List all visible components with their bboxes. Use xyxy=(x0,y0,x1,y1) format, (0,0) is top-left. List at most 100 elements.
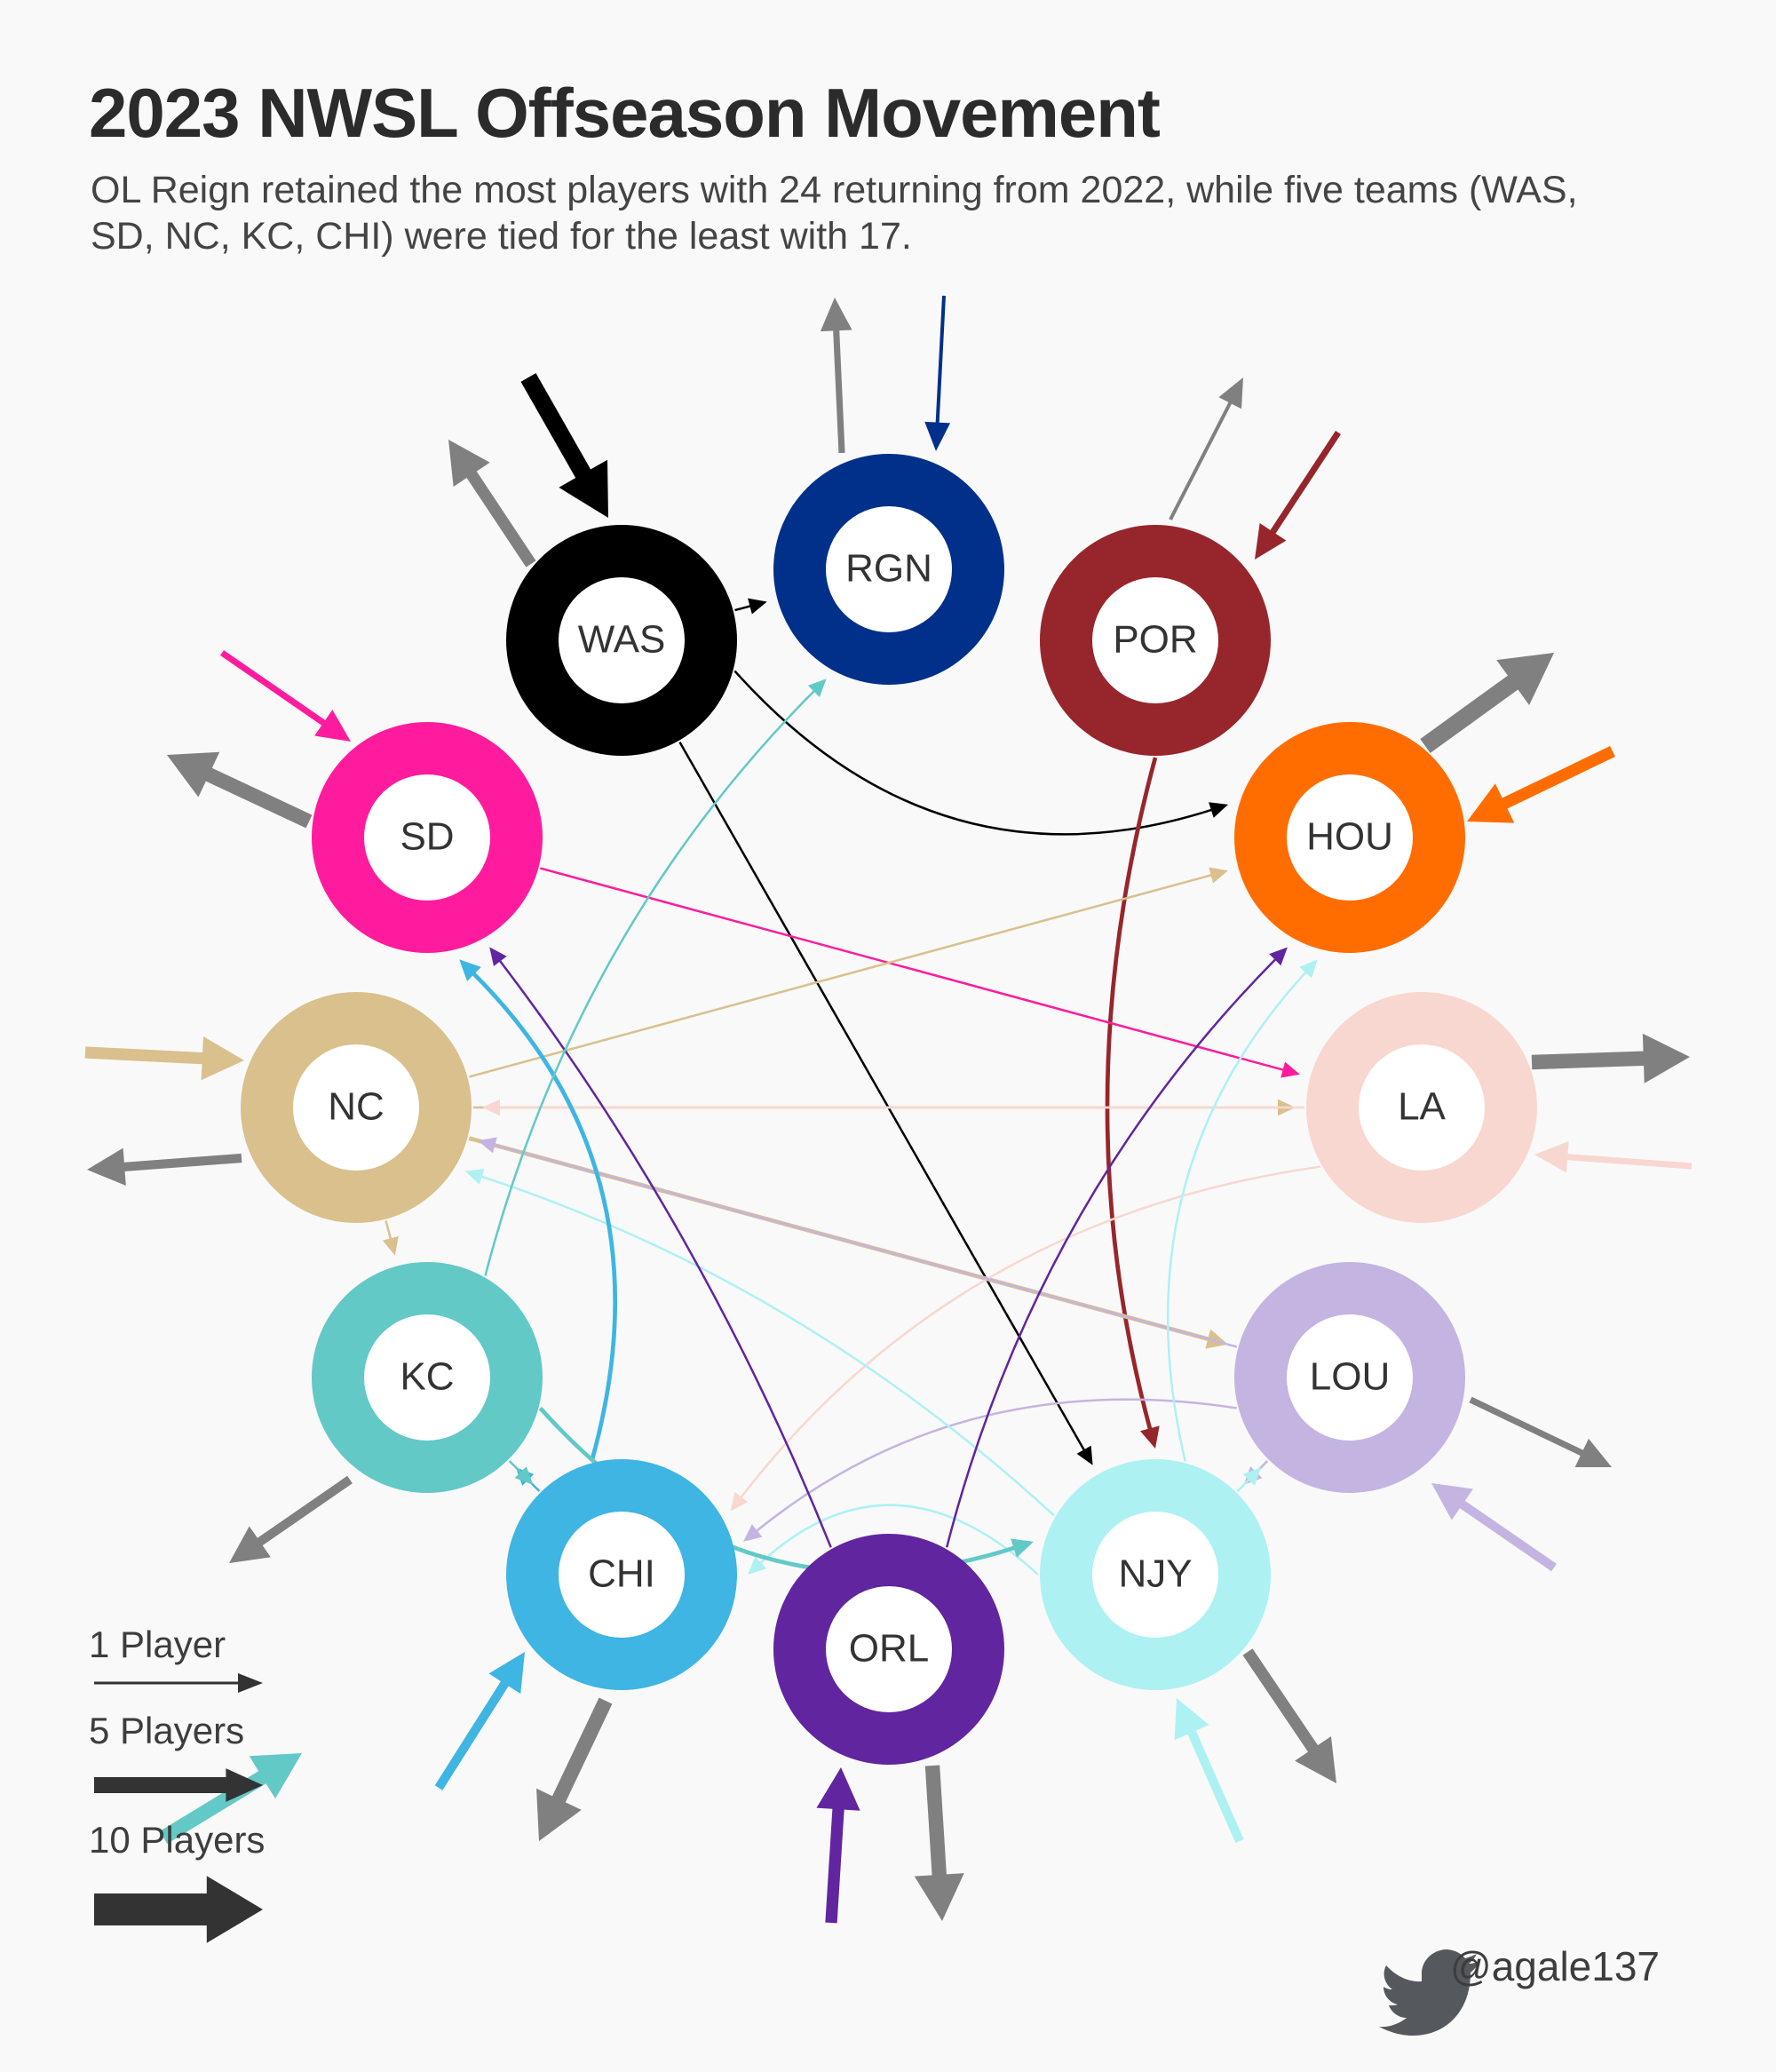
transfer-njy-to-nc xyxy=(480,1175,1055,1517)
was-departures-arrow xyxy=(464,467,536,568)
transfer-arrowhead-kc-to-rgn xyxy=(807,679,827,697)
team-node-la: LA xyxy=(1306,992,1537,1223)
team-node-rgn: RGN xyxy=(773,454,1004,685)
njy-departures-arrow xyxy=(1242,1648,1320,1756)
transfer-la-to-chi xyxy=(739,1165,1321,1499)
chart-title: 2023 NWSL Offseason Movement xyxy=(89,74,1161,152)
njy-arrivals-arrowhead xyxy=(1174,1698,1209,1741)
external-movement-arrows xyxy=(84,295,1693,1924)
transfer-arrowhead-njy-to-nc xyxy=(464,1169,485,1185)
transfer-lou-to-chi xyxy=(755,1398,1237,1533)
team-label-sd: SD xyxy=(400,815,454,859)
lou-arrivals-arrow xyxy=(1456,1498,1557,1572)
team-label-rgn: RGN xyxy=(845,547,932,591)
transfer-lou-to-nc xyxy=(493,1143,1237,1348)
transfer-arrowhead-la-to-chi xyxy=(730,1491,749,1512)
la-departures-arrowhead xyxy=(1642,1033,1690,1084)
team-label-chi: CHI xyxy=(588,1552,655,1596)
team-label-kc: KC xyxy=(400,1355,454,1399)
nc-departures-arrow xyxy=(120,1153,242,1172)
legend: 1 Player 5 Players 10 Players xyxy=(89,1623,265,1943)
lou-departures-arrow xyxy=(1469,1396,1587,1457)
team-label-nc: NC xyxy=(328,1085,385,1129)
rgn-arrivals-arrow xyxy=(935,295,946,425)
team-node-orl: ORL xyxy=(773,1534,1004,1765)
transfer-arrowhead-sd-to-la xyxy=(1280,1061,1300,1078)
legend-arrowhead-5 xyxy=(226,1768,263,1802)
legend-label-5: 5 Players xyxy=(89,1710,244,1751)
transfer-arrowhead-nc-to-hou xyxy=(1209,867,1228,884)
sd-departures-arrowhead xyxy=(167,751,220,798)
transfer-arrowhead-chi-to-sd xyxy=(459,959,481,981)
legend-arrowhead-1 xyxy=(238,1673,263,1693)
chi-arrivals-arrow xyxy=(434,1678,511,1790)
hou-arrivals-arrow xyxy=(1498,746,1615,811)
rgn-departures-arrow xyxy=(832,327,845,454)
por-departures-arrow xyxy=(1169,400,1233,520)
kc-arrivals-arrowhead xyxy=(249,1753,302,1799)
chi-departures-arrow xyxy=(550,1697,613,1807)
legend-label-1: 1 Player xyxy=(89,1623,226,1665)
transfer-arrowhead-orl-to-sd xyxy=(489,947,507,966)
team-hole-was xyxy=(559,577,685,703)
team-hole-por xyxy=(1092,577,1218,703)
credit-handle: @agale137 xyxy=(1450,1943,1660,1989)
por-arrivals-arrow xyxy=(1268,431,1341,536)
transfer-nc-to-hou xyxy=(469,873,1213,1078)
was-departures-arrowhead xyxy=(448,440,490,488)
transfer-arrowhead-njy-to-lou xyxy=(1242,1467,1262,1486)
transfer-kc-to-rgn xyxy=(484,689,816,1276)
team-label-hou: HOU xyxy=(1306,815,1393,859)
transfer-arrowhead-kc-to-chi xyxy=(514,1466,534,1485)
transfer-por-to-njy xyxy=(1105,757,1158,1432)
nc-departures-arrowhead xyxy=(87,1147,126,1187)
team-hole-kc xyxy=(364,1314,490,1441)
team-label-por: POR xyxy=(1113,618,1197,662)
kc-departures-arrow xyxy=(254,1475,353,1548)
orl-departures-arrowhead xyxy=(914,1873,964,1921)
la-arrivals-arrow xyxy=(1564,1153,1693,1170)
chi-arrivals-arrowhead xyxy=(488,1652,525,1695)
kc-departures-arrowhead xyxy=(229,1526,271,1563)
twitter-bird-icon xyxy=(1379,1949,1479,2036)
transfer-njy-to-hou xyxy=(1166,970,1308,1462)
team-node-was: WAS xyxy=(506,525,737,756)
transfer-was-to-rgn xyxy=(734,604,752,612)
transfer-was-to-njy xyxy=(678,741,1086,1452)
credit: @agale137 xyxy=(1379,1943,1660,2036)
team-node-kc: KC xyxy=(312,1262,543,1493)
team-label-orl: ORL xyxy=(849,1627,929,1671)
transfer-orl-to-sd xyxy=(498,958,832,1548)
team-label-la: LA xyxy=(1398,1085,1446,1129)
transfer-arrowhead-la-to-nc xyxy=(482,1099,500,1116)
orl-arrivals-arrow xyxy=(825,1805,844,1924)
por-arrivals-arrowhead xyxy=(1255,522,1287,560)
transfer-orl-to-hou xyxy=(945,957,1278,1548)
transfer-arrowhead-was-to-hou xyxy=(1209,802,1228,818)
sd-departures-arrow xyxy=(202,766,313,829)
team-hole-nc xyxy=(293,1044,419,1171)
transfer-kc-to-chi xyxy=(508,1460,523,1474)
orl-arrivals-arrowhead xyxy=(816,1767,860,1811)
hou-departures-arrow xyxy=(1420,672,1523,753)
transfer-arrowhead-orl-to-hou xyxy=(1269,947,1288,966)
njy-departures-arrowhead xyxy=(1295,1736,1336,1783)
transfer-arrowhead-nc-to-kc xyxy=(382,1235,399,1256)
legend-label-10: 10 Players xyxy=(89,1819,265,1861)
team-node-njy: NJY xyxy=(1040,1459,1271,1690)
team-node-sd: SD xyxy=(312,722,543,953)
sd-arrivals-arrow xyxy=(219,650,329,727)
team-hole-chi xyxy=(559,1512,685,1638)
transfer-arrowhead-kc-to-njy xyxy=(1011,1538,1034,1558)
sd-arrivals-arrowhead xyxy=(314,710,351,742)
team-hole-sd xyxy=(364,774,490,901)
orl-departures-arrow xyxy=(924,1765,947,1880)
transfer-arrowhead-lou-to-chi xyxy=(743,1524,763,1542)
rgn-departures-arrowhead xyxy=(820,298,852,332)
team-hole-lou xyxy=(1287,1314,1413,1441)
la-arrivals-arrowhead xyxy=(1534,1140,1569,1173)
team-label-was: WAS xyxy=(578,618,666,662)
transfer-arrowhead-was-to-njy xyxy=(1076,1445,1093,1465)
transfer-arrowhead-njy-to-chi xyxy=(748,1556,766,1575)
rgn-arrivals-arrowhead xyxy=(924,421,951,451)
